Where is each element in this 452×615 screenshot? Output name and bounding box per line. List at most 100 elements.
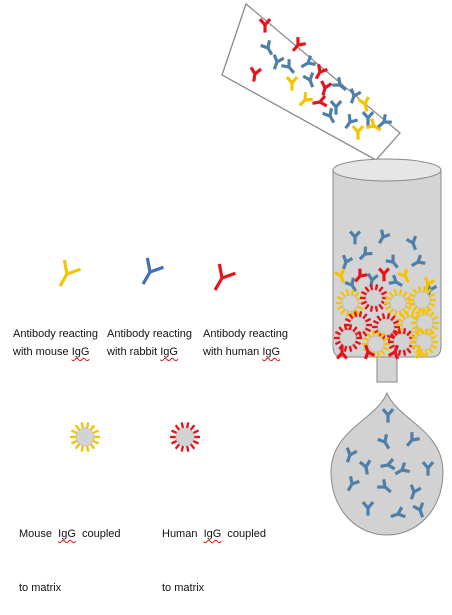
human-igg-matrix-bead-icon [170, 422, 200, 452]
y-shaped-antibody-icon [394, 462, 410, 476]
y-shaped-antibody-icon [291, 37, 306, 52]
y-shaped-antibody-icon [281, 59, 296, 74]
label-antibody-human: Antibody reacting with human IgG [203, 325, 288, 361]
antibody-human-icon [213, 263, 237, 291]
matrix-bead-icon [362, 330, 390, 358]
y-shaped-antibody-icon [388, 274, 404, 287]
y-shaped-antibody-icon [358, 459, 372, 475]
y-shaped-antibody-icon [377, 114, 392, 129]
y-shaped-antibody-icon [409, 484, 422, 500]
label-antibody-rabbit-line2: with rabbit IgG [107, 343, 192, 361]
y-shaped-antibody-icon [300, 55, 316, 69]
sample-tube-icon [221, 2, 401, 161]
y-shaped-antibody-icon [314, 64, 328, 80]
y-shaped-antibody-icon [345, 447, 358, 463]
label-mouse-matrix-prefix: Mouse [19, 528, 59, 540]
matrix-bead-icon [360, 284, 388, 312]
label-antibody-rabbit-prefix: with rabbit [107, 346, 161, 358]
y-shaped-antibody-icon [377, 267, 391, 282]
y-shaped-antibody-icon [361, 501, 375, 516]
y-shaped-antibody-icon [346, 476, 360, 492]
y-shaped-antibody-icon [298, 92, 313, 107]
label-mouse-matrix-line2: to matrix [19, 582, 62, 594]
legend-icons [58, 257, 237, 452]
mouse-igg-matrix-bead-icon [70, 422, 100, 452]
label-human-matrix-line2: to matrix [162, 582, 205, 594]
y-shaped-antibody-icon [385, 254, 399, 269]
label-antibody-human-prefix: with human [203, 346, 263, 358]
y-shaped-antibody-icon [341, 254, 354, 270]
y-shaped-antibody-icon [405, 235, 418, 251]
tube-antibody-mixture [249, 18, 392, 140]
y-shaped-antibody-icon [358, 246, 373, 261]
y-shaped-antibody-icon [380, 457, 396, 471]
y-shaped-antibody-icon [377, 479, 392, 494]
label-mouse-matrix-igg: IgG [58, 528, 76, 540]
y-shaped-antibody-icon [249, 66, 263, 82]
label-antibody-mouse-line2: with mouse IgG [13, 343, 98, 361]
y-shaped-antibody-icon [258, 18, 272, 33]
y-shaped-antibody-icon [377, 434, 391, 450]
y-shaped-antibody-icon [363, 344, 376, 360]
label-human-matrix-line1: Human IgG coupled [162, 525, 266, 543]
y-shaped-antibody-icon [381, 408, 395, 423]
y-shaped-antibody-icon [357, 96, 370, 112]
y-shaped-antibody-icon [329, 100, 343, 115]
label-antibody-rabbit-line1: Antibody reacting [107, 328, 192, 340]
y-shaped-antibody-icon [302, 72, 315, 88]
column-free-antibodies [341, 229, 438, 298]
label-antibody-mouse-prefix: with mouse [13, 346, 72, 358]
drop-purified-antibodies [345, 408, 435, 519]
label-human-matrix: Human IgG coupled to matrix [162, 489, 266, 615]
y-shaped-antibody-icon [260, 40, 274, 56]
label-antibody-human-line2: with human IgG [203, 343, 288, 361]
label-mouse-matrix-suffix: coupled [75, 528, 121, 540]
matrix-bead-icon [408, 286, 436, 314]
label-human-matrix-suffix: coupled [221, 528, 266, 540]
y-shaped-antibody-icon [332, 77, 347, 92]
label-antibody-human-igg: IgG [262, 346, 281, 358]
y-shaped-antibody-icon [285, 76, 299, 91]
label-antibody-mouse-line1: Antibody reacting [13, 328, 98, 340]
y-shaped-antibody-icon [405, 432, 420, 447]
label-antibody-mouse-igg: IgG [71, 346, 90, 358]
label-mouse-matrix-line1: Mouse IgG coupled [19, 525, 121, 543]
matrix-bead-icon [334, 324, 362, 352]
y-shaped-antibody-icon [272, 54, 285, 70]
label-human-matrix-igg: IgG [203, 528, 222, 540]
y-shaped-antibody-icon [320, 80, 333, 96]
y-shaped-antibody-icon [366, 118, 382, 132]
label-antibody-rabbit-igg: IgG [160, 346, 178, 358]
y-shaped-antibody-icon [387, 344, 400, 360]
y-shaped-antibody-icon [412, 502, 425, 518]
y-shaped-antibody-icon [312, 94, 328, 108]
column-matrix-beads [333, 267, 439, 360]
label-antibody-human-line1: Antibody reacting [203, 328, 288, 340]
y-shaped-antibody-icon [351, 125, 365, 140]
label-antibody-rabbit: Antibody reacting with rabbit IgG [107, 325, 192, 361]
y-shaped-antibody-icon [354, 268, 368, 283]
y-shaped-antibody-icon [335, 345, 349, 360]
chromatography-column-icon [332, 158, 442, 383]
y-shaped-antibody-icon [349, 88, 362, 104]
y-shaped-antibody-icon [378, 229, 391, 245]
y-shaped-antibody-icon [344, 114, 358, 130]
affinity-purification-diagram [58, 2, 444, 536]
y-shaped-antibody-icon [421, 461, 435, 476]
antibody-rabbit-icon [141, 257, 165, 285]
y-shaped-antibody-icon [423, 276, 436, 292]
label-antibody-mouse: Antibody reacting with mouse IgG [13, 325, 98, 361]
y-shaped-antibody-icon [390, 506, 406, 519]
y-shaped-antibody-icon [322, 108, 336, 124]
matrix-bead-icon [411, 309, 439, 337]
y-shaped-antibody-icon [361, 111, 375, 126]
y-shaped-antibody-icon [410, 254, 426, 267]
eluate-drop-icon [330, 391, 444, 536]
label-human-matrix-prefix: Human [162, 528, 204, 540]
y-shaped-antibody-icon [344, 277, 357, 293]
y-shaped-antibody-icon [333, 268, 346, 284]
y-shaped-antibody-icon [397, 268, 410, 284]
y-shaped-antibody-icon [414, 344, 427, 360]
antibody-mouse-icon [58, 259, 82, 287]
label-mouse-matrix: Mouse IgG coupled to matrix [19, 489, 121, 615]
